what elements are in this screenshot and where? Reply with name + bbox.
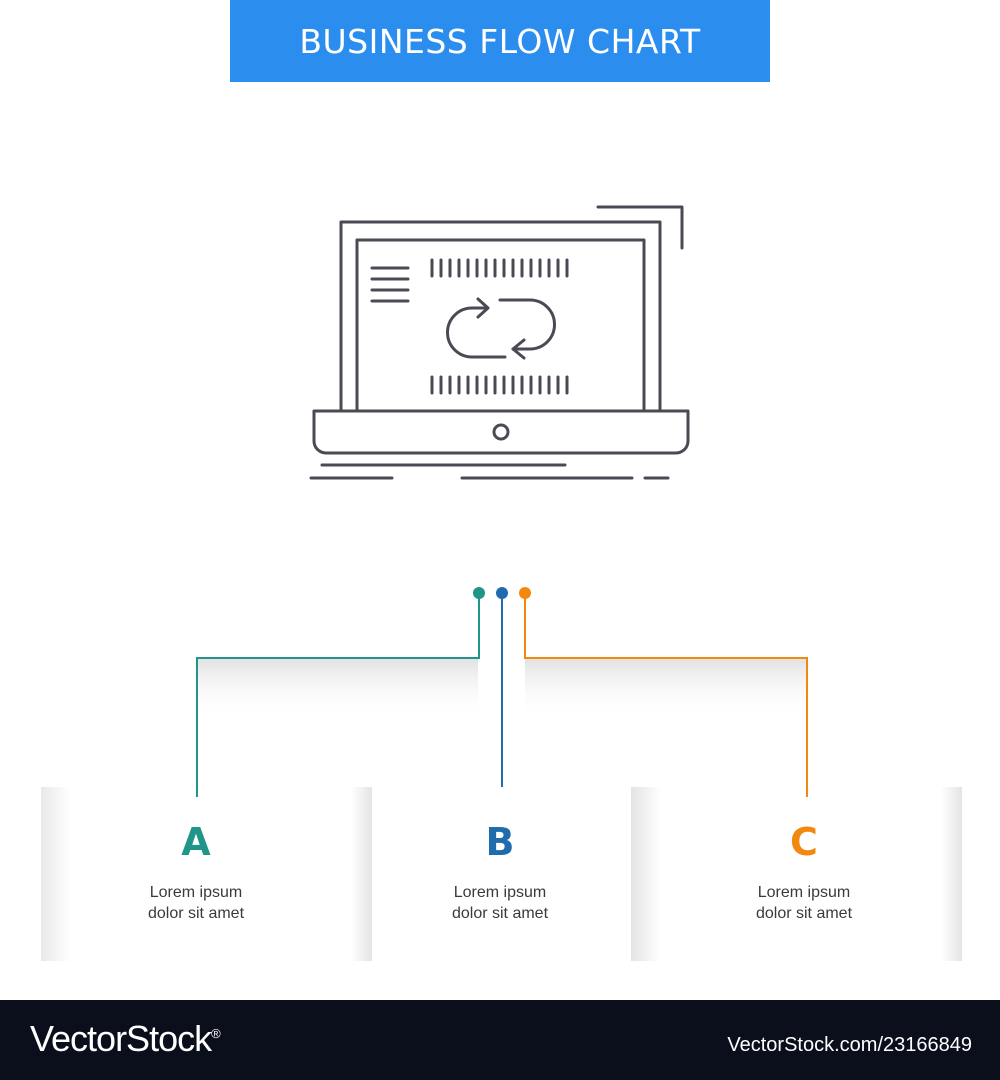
option-c-letter: C [790, 820, 818, 864]
option-a-letter: A [181, 820, 211, 864]
stock-id: VectorStock.com/23166849 [727, 1034, 972, 1056]
brand-name: VectorStock [30, 1018, 212, 1059]
brand-logo: VectorStock® [30, 1018, 221, 1060]
dot-a [473, 587, 485, 599]
option-a-line1: Lorem ipsum [149, 884, 243, 901]
option-a-line2: dolor sit amet [147, 905, 245, 922]
option-b-card [372, 787, 631, 961]
connector-lines [196, 587, 808, 797]
connector-lines-front [196, 787, 808, 797]
option-b-line1: Lorem ipsum [453, 884, 547, 901]
connector-c [524, 593, 808, 797]
registered-mark: ® [211, 1026, 221, 1041]
footer-bar: VectorStock® VectorStock.com/23166849 [0, 1000, 1000, 1080]
option-b-line2: dolor sit amet [451, 905, 549, 922]
dot-b [496, 587, 508, 599]
connector-a [196, 593, 480, 797]
option-b-letter: B [485, 820, 515, 864]
option-c-line2: dolor sit amet [755, 905, 853, 922]
option-c-description: Lorem ipsum dolor sit amet [704, 882, 904, 924]
option-b-description: Lorem ipsum dolor sit amet [400, 882, 600, 924]
option-a-description: Lorem ipsum dolor sit amet [96, 882, 296, 924]
laptop-sync-icon [309, 205, 690, 480]
page-title: BUSINESS FLOW CHART [299, 21, 701, 61]
option-c-line1: Lorem ipsum [757, 884, 851, 901]
dot-c [519, 587, 531, 599]
option-c-card [631, 787, 962, 961]
option-a-card [41, 787, 372, 961]
title-banner: BUSINESS FLOW CHART [230, 0, 770, 82]
